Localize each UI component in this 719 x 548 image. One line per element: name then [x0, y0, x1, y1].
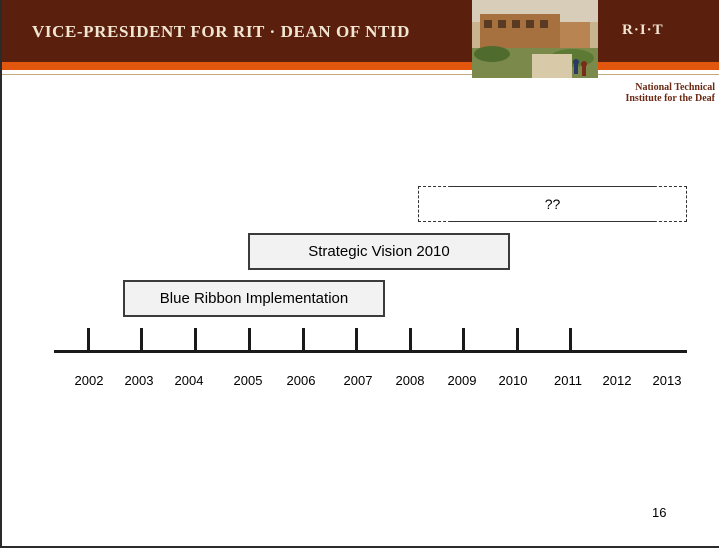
year-label: 2012	[602, 373, 632, 388]
campus-photo	[472, 0, 598, 78]
year-label: 2006	[286, 373, 316, 388]
strategic-vision-label: Strategic Vision 2010	[308, 243, 450, 260]
year-label: 2008	[395, 373, 425, 388]
rit-logo: R·I·T	[622, 22, 664, 38]
timeline-tick	[569, 328, 572, 350]
header-accent-band-right	[598, 62, 719, 70]
year-label: 2003	[124, 373, 154, 388]
ntid-logo-text: National Technical Institute for the Dea…	[555, 82, 715, 104]
timeline-tick	[140, 328, 143, 350]
timeline-tick	[355, 328, 358, 350]
future-box-label: ??	[544, 196, 561, 212]
timeline-tick	[194, 328, 197, 350]
year-label: 2007	[343, 373, 373, 388]
year-label: 2005	[233, 373, 263, 388]
timeline-tick	[87, 328, 90, 350]
year-label: 2010	[498, 373, 528, 388]
strategic-vision-box: Strategic Vision 2010	[248, 233, 510, 270]
future-box-bottom-edge	[451, 221, 654, 222]
page-number: 16	[652, 505, 667, 520]
blue-ribbon-label: Blue Ribbon Implementation	[159, 290, 349, 307]
timeline-tick	[462, 328, 465, 350]
year-label: 2011	[554, 373, 582, 388]
timeline-tick	[516, 328, 519, 350]
header-divider	[2, 74, 472, 75]
timeline-tick	[302, 328, 305, 350]
header-divider-right	[598, 74, 719, 75]
future-box-top-edge	[451, 186, 654, 187]
year-label: 2009	[447, 373, 477, 388]
blue-ribbon-box: Blue Ribbon Implementation	[123, 280, 385, 317]
timeline-tick	[248, 328, 251, 350]
timeline-tick	[409, 328, 412, 350]
header-accent-band	[2, 62, 472, 70]
year-label: 2002	[74, 373, 104, 388]
header-title: VICE-PRESIDENT FOR RIT · DEAN OF NTID	[32, 22, 410, 41]
year-label: 2013	[652, 373, 682, 388]
header-bar	[2, 0, 719, 62]
year-label: 2004	[174, 373, 204, 388]
future-box: ??	[418, 186, 687, 222]
ntid-line-2: Institute for the Deaf	[625, 93, 715, 104]
timeline-axis	[54, 350, 687, 353]
ntid-line-1: National Technical	[635, 82, 715, 93]
